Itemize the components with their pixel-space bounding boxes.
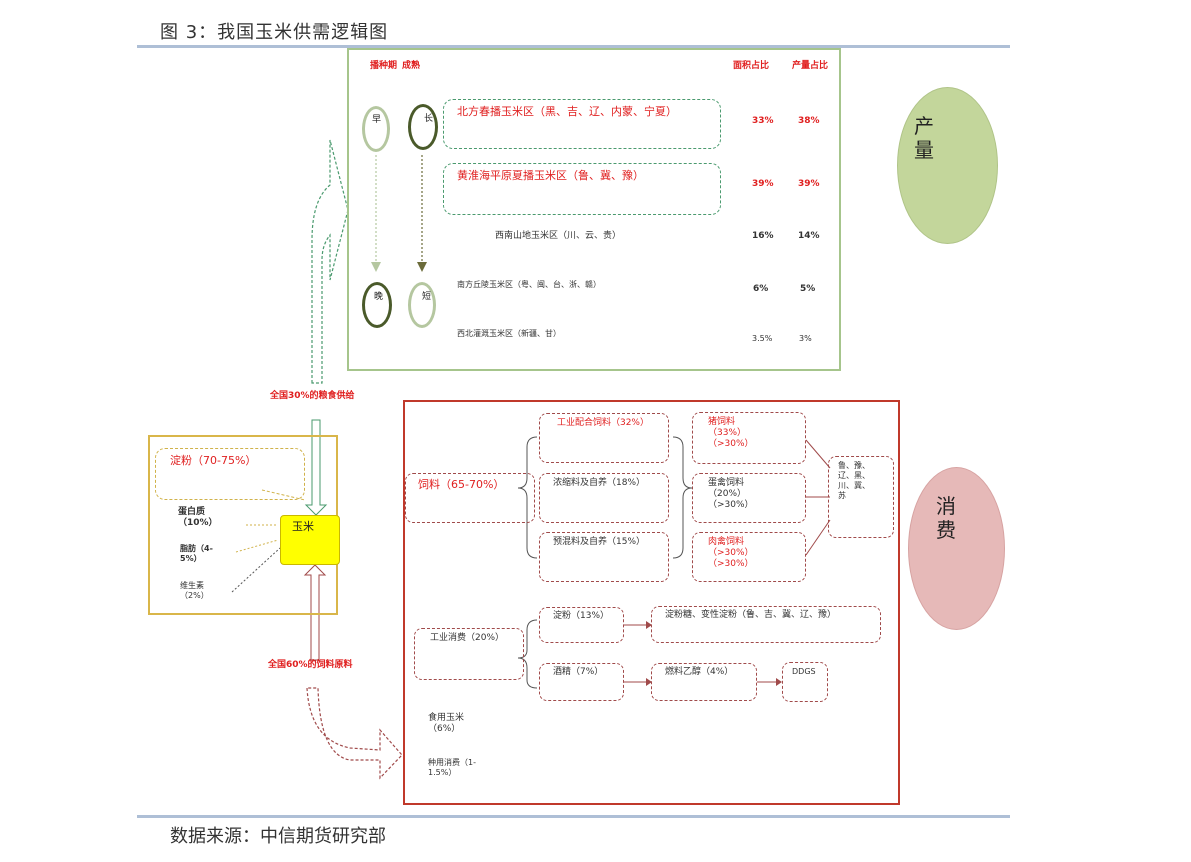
ddgs-box: [782, 662, 828, 702]
premix-label: 预混料及自养（15%）: [553, 537, 646, 547]
vitamin-to-corn: [231, 547, 281, 593]
production-oval: [897, 87, 998, 244]
feed-provinces-box: [828, 456, 894, 538]
region-north-name: 北方春播玉米区（黑、吉、辽、内蒙、宁夏）: [457, 105, 677, 118]
grain-supply-label: 全国30%的粮食供给: [270, 391, 355, 401]
production-frame: [347, 48, 841, 371]
fat-label: 脂肪（4-5%）: [180, 544, 213, 563]
region-huanghuaihai-name: 黄淮海平原夏播玉米区（鲁、冀、豫）: [457, 169, 644, 182]
starch-products-label: 淀粉糖、变性淀粉（鲁、吉、冀、辽、豫）: [665, 610, 837, 620]
figure-title: 图 3：我国玉米供需逻辑图: [160, 22, 389, 43]
header-output-share: 产量占比: [792, 61, 829, 71]
pig-to-prov: [805, 439, 831, 469]
region-southhill-name: 南方丘陵玉米区（粤、闽、台、浙、赣）: [457, 280, 601, 289]
alcohol-to-ethanol-head: [646, 678, 652, 686]
starch-box: [155, 448, 305, 500]
industrial-brace: [517, 619, 538, 689]
huanghuaihai-area: 39%: [752, 179, 774, 189]
bottom-rule: [137, 815, 1010, 818]
premix-box: [539, 532, 669, 582]
meat-poultry-label: 肉禽饲料（>30%）（>30%）: [708, 537, 754, 569]
region-box-huanghuaihai: [443, 163, 721, 215]
corn-label: 玉米: [292, 520, 314, 533]
fuel-ethanol-label: 燃料乙醇（4%）: [665, 667, 734, 677]
figure-source: 数据来源：中信期货研究部: [170, 826, 386, 847]
starch-label: 淀粉（70-75%）: [170, 454, 257, 467]
northwest-output: 3%: [799, 334, 812, 343]
poultry-feed-box: [692, 473, 806, 523]
food-corn-label: 食用玉米（6%）: [428, 713, 465, 734]
long-ring: [408, 104, 438, 150]
industrial-label: 工业消费（20%）: [430, 633, 505, 643]
pig-feed-label: 猪饲料（33%）（>30%）: [708, 417, 754, 449]
poultry-feed-label: 蛋禽饲料（20%）（>30%）: [708, 478, 754, 510]
concentrate-label: 浓缩料及自养（18%）: [553, 478, 646, 488]
southhill-area: 6%: [753, 284, 769, 294]
seed-label: 种用消费（1-1.5%）: [428, 758, 476, 777]
industrial-box: [414, 628, 524, 680]
alcohol-box: [539, 663, 624, 701]
early-label: 早: [372, 115, 382, 125]
early-late-arrowhead: [371, 262, 381, 272]
ind-starch-box: [539, 607, 624, 643]
pig-feed-box: [692, 412, 806, 464]
fuel-ethanol-box: [651, 663, 757, 701]
northwest-area: 3.5%: [752, 334, 773, 343]
late-ring: [362, 282, 392, 328]
long-short-arrowhead: [417, 262, 427, 272]
short-label: 短: [422, 292, 432, 302]
header-sowing: 播种期: [370, 61, 398, 71]
region-southwest-name: 西南山地玉米区（川、云、贵）: [495, 231, 622, 241]
feed-box: [405, 473, 535, 523]
meat-to-prov: [805, 519, 831, 556]
feed-provinces-label: 鲁、豫、辽、黑、川、冀、苏: [838, 461, 870, 500]
vitamin-label: 维生素（2%）: [180, 581, 209, 600]
ethanol-to-ddgs-head: [776, 678, 782, 686]
region-northwest-name: 西北灌溉玉米区（新疆、甘）: [457, 329, 561, 338]
industrial-feed-box: [539, 413, 669, 463]
production-oval-label: 产量: [914, 114, 934, 162]
southwest-output: 14%: [798, 231, 820, 241]
late-label: 晚: [374, 292, 384, 302]
fat-to-corn: [235, 539, 279, 553]
protein-label: 蛋白质（10%）: [178, 507, 218, 528]
north-output: 38%: [798, 116, 820, 126]
to-corn-arrow: [304, 419, 328, 516]
top-rule: [137, 45, 1010, 48]
huanghuaihai-output: 39%: [798, 179, 820, 189]
consumption-oval: [908, 467, 1005, 630]
southhill-output: 5%: [800, 284, 816, 294]
feed-raw-arrow: [306, 687, 403, 780]
alcohol-label: 酒精（7%）: [553, 667, 604, 677]
concentrate-box: [539, 473, 669, 523]
early-ring: [362, 106, 390, 152]
consumption-frame: [403, 400, 900, 805]
grain-supply-arrow: [311, 139, 349, 384]
meat-poultry-box: [692, 532, 806, 582]
north-area: 33%: [752, 116, 774, 126]
header-area-share: 面积占比: [733, 61, 770, 71]
starch-to-products-head: [646, 621, 652, 629]
long-label: 长: [424, 114, 434, 124]
consumption-oval-label: 消费: [936, 494, 956, 542]
ddgs-label: DDGS: [792, 667, 816, 676]
industrial-feed-label: 工业配合饲料（32%）: [556, 418, 649, 428]
from-corn-arrow: [303, 564, 327, 661]
header-maturity: 成熟: [402, 61, 421, 71]
ind-starch-label: 淀粉（13%）: [553, 611, 610, 621]
feed-label: 饲料（65-70%）: [418, 478, 505, 491]
starch-products-box: [651, 606, 881, 643]
region-box-north: [443, 99, 721, 149]
corn-box: [280, 515, 340, 565]
short-ring: [408, 282, 436, 328]
southwest-area: 16%: [752, 231, 774, 241]
feed-raw-label: 全国60%的饲料原料: [268, 660, 353, 670]
feed-brace: [517, 436, 538, 559]
